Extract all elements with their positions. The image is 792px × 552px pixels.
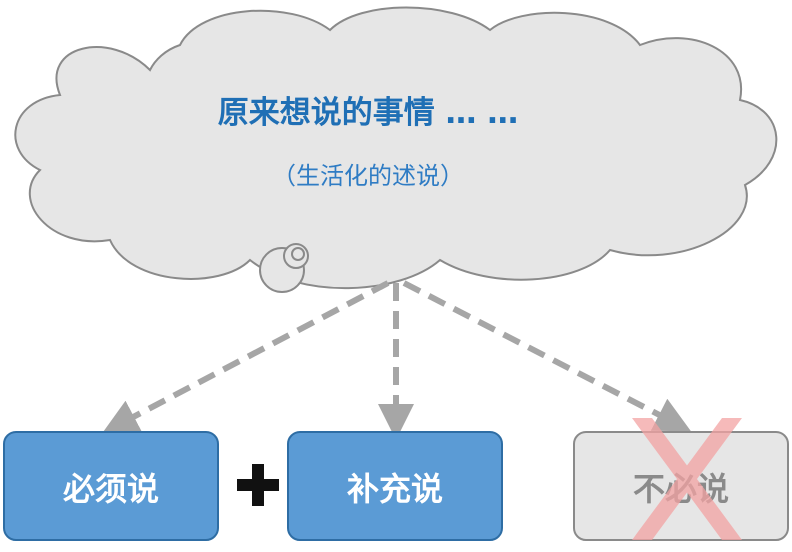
box-unnecessary: 不必说 [573,418,789,541]
box-supplement: 补充说 [287,431,503,541]
arrows [102,280,691,440]
cross-icon [632,418,742,540]
thought-bubble-small [291,247,305,261]
box-must-label: 必须说 [63,470,159,508]
thought-bubbles [259,243,309,293]
thought-cloud: 原来想说的事情 … … （生活化的述说） [14,6,778,290]
box-must: 必须说 [3,431,219,541]
arrow-to-must [102,280,390,434]
cloud-title: 原来想说的事情 … … [218,95,519,131]
arrow-to-unnecessary [402,280,691,432]
box-supplement-rect [287,431,503,541]
cloud-subtitle: （生活化的述说） [272,162,464,190]
box-must-rect [3,431,219,541]
plus-icon [237,464,279,506]
cloud-shape [14,6,778,290]
box-supplement-label: 补充说 [347,470,443,508]
